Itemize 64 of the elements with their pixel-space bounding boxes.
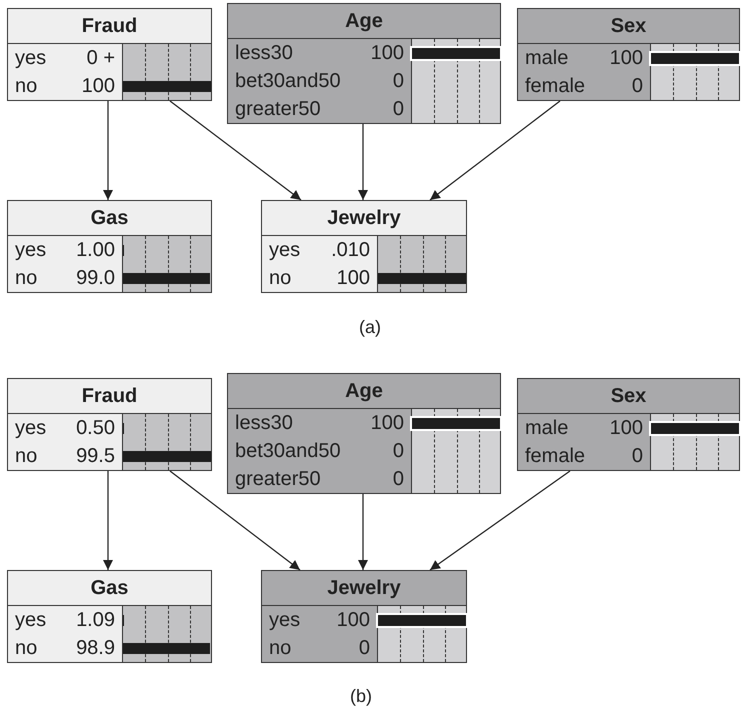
probability-value: 100	[336, 268, 370, 288]
probability-value: 100	[82, 76, 115, 96]
network-node	[261, 200, 467, 293]
arrow	[103, 471, 113, 570]
arrow	[430, 100, 560, 200]
network-node	[7, 378, 212, 471]
probability-value: 0	[632, 446, 643, 466]
state-label: male	[525, 418, 568, 438]
probability-value: 0 +	[86, 48, 115, 68]
probability-value: 1.00	[76, 240, 115, 260]
state-label: bet30and50	[235, 71, 341, 91]
probability-value: 100	[370, 43, 404, 63]
state-label: female	[525, 446, 586, 466]
state-label: no	[15, 446, 38, 466]
probability-value: 1.09	[76, 610, 115, 630]
probability-value: 100	[610, 418, 643, 438]
arrow	[358, 124, 368, 200]
probability-value: .010	[331, 240, 370, 260]
arrow	[103, 101, 113, 200]
state-label: no	[15, 268, 38, 288]
panel-caption: (a)	[359, 316, 381, 339]
state-label: yes	[15, 418, 46, 438]
network-node	[227, 3, 501, 124]
arrow	[430, 470, 570, 570]
state-label: bet30and50	[235, 441, 341, 461]
state-label: yes	[15, 610, 46, 630]
probability-value: 100	[370, 413, 404, 433]
arrow	[170, 100, 302, 200]
state-label: no	[269, 638, 292, 658]
network-node	[517, 8, 740, 101]
arrow	[170, 470, 300, 570]
network-node	[227, 373, 501, 494]
probability-value: 98.9	[76, 638, 115, 658]
probability-value: 99.0	[76, 268, 115, 288]
arrow	[358, 494, 368, 570]
probability-value: 100	[610, 48, 643, 68]
state-label: no	[15, 76, 38, 96]
probability-value: 0	[392, 469, 404, 489]
state-label: less30	[235, 413, 293, 433]
probability-value: 99.5	[76, 446, 115, 466]
state-label: no	[269, 268, 292, 288]
network-node	[7, 8, 212, 101]
state-label: yes	[15, 240, 46, 260]
state-label: no	[15, 638, 38, 658]
probability-value: 0	[392, 71, 404, 91]
state-label: yes	[269, 240, 300, 260]
probability-value: 100	[336, 610, 370, 630]
state-label: yes	[15, 48, 46, 68]
probability-value: 0.50	[76, 418, 115, 438]
probability-value: 0	[392, 441, 404, 461]
state-label: yes	[269, 610, 300, 630]
network-node	[261, 570, 467, 663]
network-node	[7, 570, 212, 663]
state-label: less30	[235, 43, 293, 63]
network-node	[7, 200, 212, 293]
probability-value: 0	[392, 99, 404, 119]
state-label: male	[525, 48, 568, 68]
probability-value: 0	[358, 638, 370, 658]
state-label: greater50	[235, 99, 321, 119]
network-node	[517, 378, 740, 471]
state-label: female	[525, 76, 586, 96]
probability-value: 0	[632, 76, 643, 96]
panel-caption: (b)	[350, 685, 372, 708]
state-label: greater50	[235, 469, 321, 489]
